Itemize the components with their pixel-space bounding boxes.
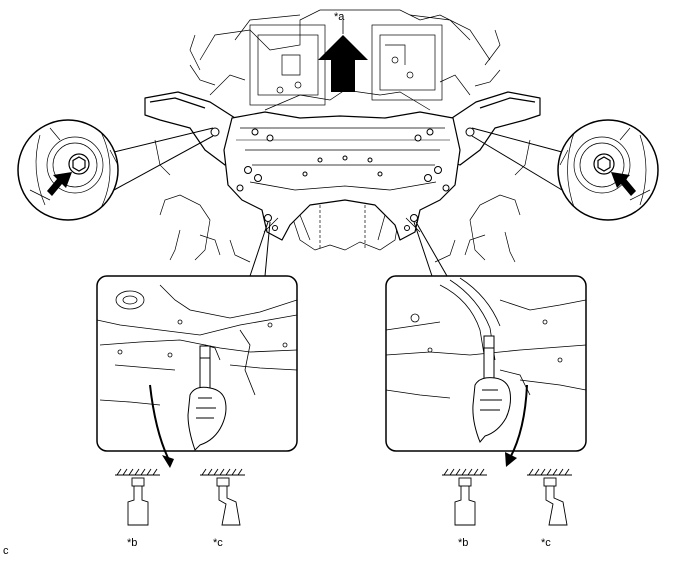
figure-code: c — [3, 545, 9, 557]
rotation-arrow-icon — [149, 384, 169, 459]
hand-icon — [187, 386, 227, 451]
pin-diagram-right-c — [527, 468, 572, 526]
pin-diagram-right-b — [442, 468, 487, 526]
hand-icon — [472, 377, 511, 443]
rotation-arrow-icon — [509, 384, 528, 459]
engine-background — [154, 9, 531, 263]
crossmember-bolts — [210, 127, 475, 231]
left-bolt-detail — [17, 119, 119, 221]
front-direction-arrow-icon — [318, 35, 368, 92]
pin-tool-icon — [199, 345, 211, 395]
tool-label-right-b: *b — [458, 537, 469, 549]
tool-label-left-c: *c — [213, 537, 223, 549]
front-suspension-crossmember — [144, 91, 541, 241]
left-alignment-detail-box — [96, 275, 298, 468]
pin-diagram-left-b — [115, 468, 160, 526]
tool-label-right-c: *c — [541, 537, 551, 549]
front-arrow-label: *a — [334, 11, 345, 23]
callout-leaders — [113, 127, 563, 277]
bolt-pointer-arrow-icon — [611, 172, 636, 196]
right-alignment-detail-box — [385, 275, 587, 467]
pin-tool-icon — [483, 335, 495, 383]
pin-diagram-left-c — [200, 468, 245, 526]
right-bolt-detail — [557, 119, 659, 221]
bolt-pointer-arrow-icon — [47, 172, 72, 196]
tool-label-left-b: *b — [127, 537, 138, 549]
